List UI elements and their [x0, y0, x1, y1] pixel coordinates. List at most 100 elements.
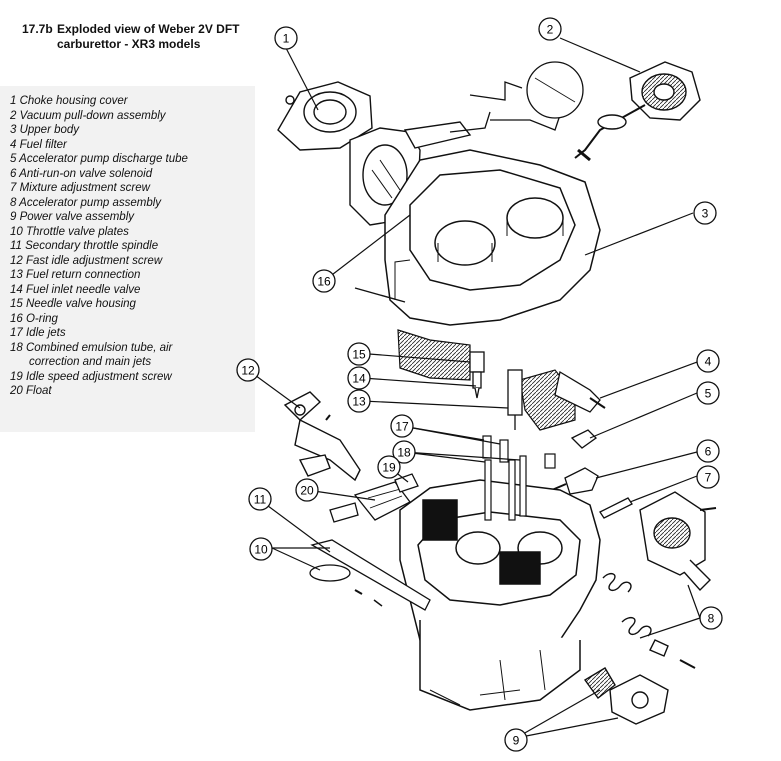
vacuum-pulldown-assembly	[574, 61, 701, 162]
legend-item-text: 10 Throttle valve plates	[10, 225, 129, 238]
legend-item: 16 O-ring	[10, 312, 255, 327]
legend-item: 3 Upper body	[10, 123, 255, 138]
callout-number: 10	[254, 543, 268, 557]
legend-item: 17 Idle jets	[10, 326, 255, 341]
legend-item-text: 19 Idle speed adjustment screw	[10, 370, 172, 383]
legend-item-text: 16 O-ring	[10, 312, 58, 325]
legend-list: 1 Choke housing cover 2 Vacuum pull-down …	[0, 86, 255, 399]
callout-number: 9	[513, 734, 520, 748]
legend-item-text: 11 Secondary throttle spindle	[10, 240, 159, 252]
legend-item: 15 Needle valve housing	[10, 297, 255, 312]
legend-item-text: 18 Combined emulsion tube, air	[10, 341, 173, 354]
callout-number: 18	[397, 446, 411, 460]
legend-item: 18 Combined emulsion tube, air	[10, 341, 255, 356]
legend-item-text: 12 Fast idle adjustment screw	[10, 254, 163, 267]
fuel-filter	[554, 370, 606, 413]
power-valve-assembly	[583, 667, 669, 725]
legend-item-text: 9 Power valve assembly	[10, 211, 134, 223]
callout-number: 11	[254, 493, 267, 507]
callout-15: 15	[347, 342, 371, 366]
legend-item: 9 Power valve assembly	[10, 210, 255, 225]
callout-number: 12	[241, 364, 255, 378]
callout-5: 5	[696, 381, 720, 405]
legend-item: 11 Secondary throttle spindle	[10, 239, 255, 254]
legend-item-text: 15 Needle valve housing	[10, 298, 136, 310]
throttle-body	[399, 479, 601, 711]
upper-body	[384, 149, 601, 326]
legend-item: 19 Idle speed adjustment screw	[10, 370, 255, 385]
legend-item: 1 Choke housing cover	[10, 94, 255, 109]
float-and-idle-screw	[329, 473, 419, 523]
callout-14: 14	[347, 366, 371, 390]
legend-item: 2 Vacuum pull-down assembly	[10, 109, 255, 124]
callout-number: 4	[705, 355, 712, 369]
choke-linkage	[449, 61, 584, 133]
legend-item-text: 14 Fuel inlet needle valve	[10, 283, 141, 296]
legend-item-text: 20 Float	[10, 385, 52, 397]
legend-item-text: 17 Idle jets	[10, 327, 66, 339]
figure-title: Exploded view of Weber 2V DFT carburetto…	[57, 22, 240, 51]
callout-18: 18	[392, 440, 416, 464]
callout-number: 5	[705, 387, 712, 401]
callout-number: 15	[352, 348, 366, 362]
callout-11: 11	[248, 487, 272, 511]
legend-item-text: correction and main jets	[29, 356, 152, 368]
legend-item: 4 Fuel filter	[10, 138, 255, 153]
parts-legend: 1 Choke housing cover 2 Vacuum pull-down …	[0, 86, 255, 432]
legend-item-text: 8 Accelerator pump assembly	[10, 196, 162, 209]
jets	[482, 435, 556, 521]
legend-item-text: 6 Anti-run-on valve solenoid	[10, 167, 153, 180]
legend-item: correction and main jets	[10, 355, 255, 370]
callout-20: 20	[295, 478, 319, 502]
legend-item: 10 Throttle valve plates	[10, 225, 255, 240]
callout-number: 13	[352, 395, 366, 409]
needle-valve-assembly	[469, 351, 523, 430]
callout-9: 9	[504, 728, 528, 752]
legend-item: 12 Fast idle adjustment screw	[10, 254, 255, 269]
callout-10: 10	[249, 537, 273, 561]
accelerator-pump-discharge-tube	[570, 429, 598, 449]
callout-13: 13	[347, 389, 371, 413]
choke-rod	[354, 287, 406, 303]
callout-8: 8	[699, 606, 723, 630]
callout-7: 7	[696, 465, 720, 489]
fast-idle-linkage	[283, 391, 361, 482]
throttle-valve-plates	[309, 564, 383, 607]
callout-2: 2	[538, 17, 562, 41]
legend-item-text: 3 Upper body	[10, 124, 80, 136]
callout-number: 7	[705, 471, 712, 485]
legend-item-text: 13 Fuel return connection	[10, 269, 141, 281]
choke-housing-cover	[277, 81, 373, 151]
callout-17: 17	[390, 414, 414, 438]
callout-number: 1	[283, 32, 290, 46]
callout-number: 6	[705, 445, 712, 459]
legend-item: 8 Accelerator pump assembly	[10, 196, 255, 211]
secondary-throttle-spindle	[310, 539, 431, 611]
callout-number: 14	[352, 372, 366, 386]
float-chamber-lower	[397, 329, 576, 431]
legend-item-text: 2 Vacuum pull-down assembly	[10, 109, 166, 122]
figure-number: 17.7b	[22, 22, 53, 36]
legend-item-text: 5 Accelerator pump discharge tube	[10, 153, 188, 165]
callout-6: 6	[696, 439, 720, 463]
callout-16: 16	[312, 269, 336, 293]
callout-number: 3	[702, 207, 709, 221]
callout-number: 8	[708, 612, 715, 626]
callout-number: 20	[300, 484, 314, 498]
legend-item: 7 Mixture adjustment screw	[10, 181, 255, 196]
callout-1: 1	[274, 26, 298, 50]
legend-item: 6 Anti-run-on valve solenoid	[10, 167, 255, 182]
legend-item-text: 1 Choke housing cover	[10, 95, 128, 107]
callout-4: 4	[696, 349, 720, 373]
legend-item: 14 Fuel inlet needle valve	[10, 283, 255, 298]
legend-item: 13 Fuel return connection	[10, 268, 255, 283]
legend-item: 20 Float	[10, 384, 255, 399]
callout-19: 19	[377, 455, 401, 479]
callout-number: 2	[547, 23, 554, 37]
callout-3: 3	[693, 201, 717, 225]
legend-item-text: 7 Mixture adjustment screw	[10, 182, 150, 194]
callout-12: 12	[236, 358, 260, 382]
callout-number: 19	[382, 461, 396, 475]
mixture-adjustment-screw	[599, 497, 633, 519]
